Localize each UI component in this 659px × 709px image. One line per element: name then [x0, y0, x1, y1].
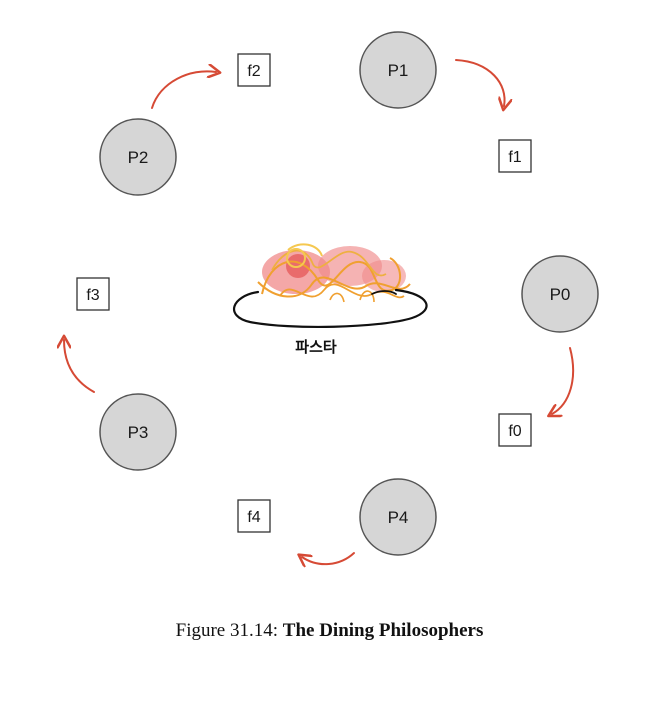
arrow-p1-to-f1: [455, 59, 505, 106]
fork-label: f2: [247, 63, 260, 80]
fork-label: f1: [508, 149, 521, 166]
fork-label: f3: [86, 287, 99, 304]
caption-title: The Dining Philosophers: [282, 620, 484, 641]
arrow-p3-to-f3: [64, 340, 95, 393]
philosopher-p4: P4: [359, 478, 437, 556]
pasta-plate-icon: [232, 243, 428, 329]
figure-caption: Figure 31.14: The Dining Philosophers: [0, 620, 659, 642]
philosopher-p3: P3: [99, 393, 177, 471]
fork-label: f0: [508, 423, 521, 440]
philosopher-p2: P2: [99, 118, 177, 196]
fork-f0: f0: [498, 413, 532, 447]
philosopher-label: P4: [388, 508, 409, 527]
philosopher-p1: P1: [359, 31, 437, 109]
arrow-p2-to-f2: [151, 71, 216, 109]
dining-philosophers-diagram: P1 P2 P0 P3 P4 f2 f1 f3 f0 f4: [0, 31, 599, 600]
fork-f1: f1: [498, 139, 532, 173]
philosopher-label: P0: [550, 285, 571, 304]
philosopher-label: P3: [128, 423, 149, 442]
arrow-p4-to-f4: [302, 552, 355, 564]
arrow-p0-to-f0: [552, 347, 575, 414]
fork-f2: f2: [237, 53, 271, 87]
philosopher-label: P2: [128, 148, 149, 167]
fork-f4: f4: [237, 499, 271, 533]
fork-f3: f3: [76, 277, 110, 311]
caption-prefix: Figure 31.14:: [175, 620, 283, 641]
philosopher-p0: P0: [521, 255, 599, 333]
fork-label: f4: [247, 509, 260, 526]
pasta-label: 파스타: [295, 338, 337, 356]
philosopher-label: P1: [388, 61, 409, 80]
